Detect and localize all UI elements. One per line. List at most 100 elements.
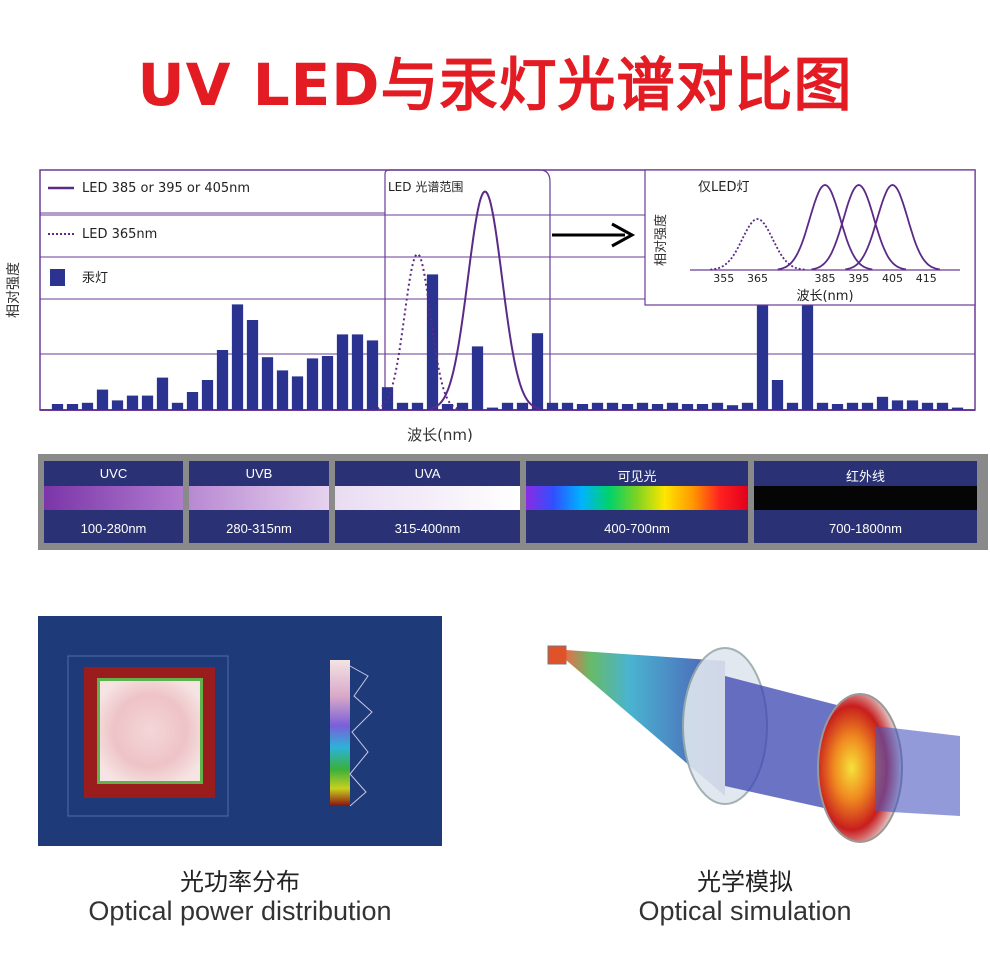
hg-bar	[456, 402, 469, 410]
optical-power-distribution-image	[38, 616, 442, 846]
hg-bar	[156, 377, 169, 410]
hg-bar	[366, 340, 379, 410]
hg-bar	[246, 320, 259, 410]
hg-bar	[621, 404, 634, 410]
band-range: 280-315nm	[226, 521, 292, 536]
exit-beam	[875, 726, 960, 816]
inner-square	[100, 681, 200, 781]
hg-bar	[411, 402, 424, 410]
x-axis-label: 波长(nm)	[407, 426, 473, 444]
band-gradient	[526, 486, 748, 510]
band-range: 400-700nm	[604, 521, 670, 536]
hg-bar	[426, 274, 439, 410]
hg-bar	[51, 404, 64, 410]
band-label: 红外线	[845, 469, 885, 484]
hg-bar	[171, 402, 184, 410]
hg-bar	[351, 334, 364, 410]
hg-bar	[96, 389, 109, 410]
hg-bar	[636, 402, 649, 410]
hg-bar	[126, 395, 139, 410]
spectrum-band-panel: UVC 100-280nm UVB 280-315nm UVA 315-400n…	[38, 454, 988, 550]
band-range: 315-400nm	[394, 521, 461, 536]
legend-label: LED 385 or 395 or 405nm	[82, 181, 250, 196]
hg-bar	[951, 407, 964, 410]
hg-bar	[516, 402, 529, 410]
hg-bar	[531, 333, 544, 410]
y-axis-label: 相对强度	[6, 262, 22, 318]
hg-bar	[141, 395, 154, 410]
inset-tick-label: 365	[747, 272, 768, 285]
hg-bar	[801, 302, 814, 410]
led385-curve	[429, 190, 541, 410]
band-range: 700-1800nm	[829, 521, 902, 536]
legend-label: 汞灯	[82, 271, 108, 286]
band-uvb: UVB 280-315nm	[189, 461, 329, 543]
hg-bar	[336, 334, 349, 410]
inset-tick-label: 395	[848, 272, 869, 285]
inset-y-label: 相对强度	[653, 214, 669, 266]
hg-bar	[861, 402, 874, 410]
hg-bar	[696, 404, 709, 410]
plot-axes	[67, 655, 229, 817]
arrow-head	[611, 222, 636, 248]
inset-tick-label: 415	[916, 272, 937, 285]
band-gradient	[189, 486, 329, 510]
band-label: UVA	[414, 466, 441, 481]
hg-bar	[546, 402, 559, 410]
band-gradient	[44, 486, 183, 510]
hg-bar	[936, 402, 949, 410]
hg-bar	[741, 402, 754, 410]
legend-label: LED 365nm	[82, 227, 157, 242]
inset-frame	[644, 169, 976, 306]
band-uvc: UVC 100-280nm	[44, 461, 183, 543]
light-source	[547, 645, 567, 665]
inset-curve	[811, 184, 907, 271]
hg-bar	[396, 402, 409, 410]
band-infrared: 红外线 700-1800nm	[754, 461, 977, 543]
hg-bar	[666, 402, 679, 410]
hg-bar	[891, 400, 904, 410]
hg-bar	[276, 370, 289, 410]
page-title: UV LED与汞灯光谱对比图	[137, 51, 853, 119]
inset-tick-label: 355	[713, 272, 734, 285]
hg-bar	[471, 346, 484, 410]
band-label: UVB	[245, 466, 273, 481]
hg-bar	[771, 380, 784, 410]
band-gradient	[754, 486, 977, 510]
hg-bar	[831, 404, 844, 410]
hg-bar	[651, 404, 664, 410]
optical-simulation-image	[530, 616, 960, 846]
inset-x-label: 波长(nm)	[796, 289, 853, 304]
band-label: UVC	[99, 466, 128, 481]
hg-bar	[816, 402, 829, 410]
hg-bar	[726, 405, 739, 410]
band-range: 100-280nm	[80, 521, 147, 536]
hg-bar	[561, 402, 574, 410]
scale-profile	[349, 665, 373, 807]
hg-bar	[681, 404, 694, 410]
hg-bar	[291, 376, 304, 410]
hg-bar	[606, 402, 619, 410]
hg-bar	[321, 356, 334, 410]
inset-curve	[845, 184, 940, 271]
band-visible: 可见光 400-700nm	[526, 461, 748, 543]
hg-bar	[441, 404, 454, 410]
hg-bar	[876, 396, 889, 410]
caption-right-cn: 光学模拟	[697, 868, 793, 896]
beam-cone	[566, 650, 725, 796]
hg-bar	[261, 357, 274, 410]
hg-bar	[786, 402, 799, 410]
band-gradient	[335, 486, 520, 510]
inset-tick-label: 405	[882, 272, 903, 285]
hg-bar	[186, 392, 199, 410]
hg-bar	[906, 400, 919, 410]
inset-tick-label: 385	[815, 272, 836, 285]
led-range-label: LED 光谱范围	[388, 180, 463, 194]
band-label: 可见光	[617, 469, 657, 484]
hg-bar	[756, 274, 769, 410]
led365-curve	[367, 252, 468, 411]
hg-bar	[201, 380, 214, 410]
hg-bar	[111, 400, 124, 410]
hg-bar	[711, 402, 724, 410]
